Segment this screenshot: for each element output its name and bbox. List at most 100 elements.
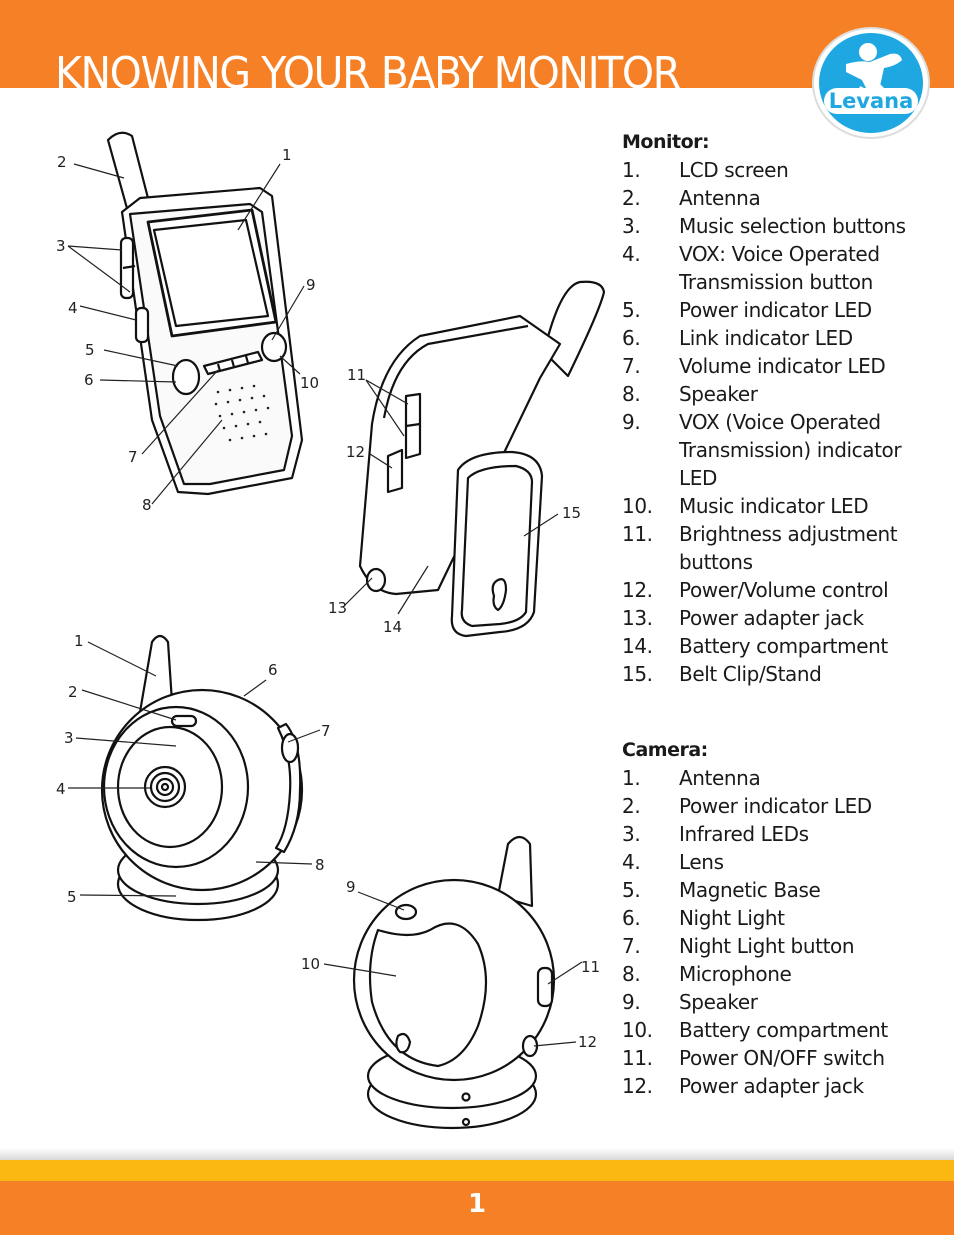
list-item: 9.Speaker — [622, 988, 942, 1016]
item-label: Night Light — [679, 906, 785, 930]
item-label: Antenna — [679, 766, 761, 790]
item-number: 11. — [622, 1046, 653, 1070]
item-number: 4. — [622, 242, 641, 266]
camera-back-leader-lines — [323, 891, 583, 1047]
svg-text:4: 4 — [68, 299, 78, 317]
list-item: 7. Volume indicator LED — [622, 352, 942, 380]
item-number: 11. — [622, 522, 653, 546]
svg-text:7: 7 — [128, 448, 138, 466]
list-item: 12. Power adapter jack — [622, 1072, 942, 1100]
list-item: 10. Music indicator LED — [622, 492, 942, 520]
svg-text:15: 15 — [562, 504, 581, 522]
item-label: Battery compartment — [679, 1018, 888, 1042]
monitor-back-leader-lines — [343, 379, 559, 615]
item-number: 4. — [622, 850, 641, 874]
list-item: 3. Infrared LEDs — [622, 820, 942, 848]
list-item: 8.Speaker — [622, 380, 942, 408]
item-label: Magnetic Base — [679, 878, 821, 902]
svg-text:10: 10 — [300, 374, 319, 392]
speaker-grille-dots — [214, 384, 270, 442]
list-item: 2.Antenna — [622, 184, 942, 212]
list-item: 8. Microphone — [622, 960, 942, 988]
svg-text:14: 14 — [383, 618, 402, 636]
item-number: 6. — [622, 906, 641, 930]
camera-front-leader-lines — [68, 641, 321, 897]
levana-logo-icon: Levana — [812, 27, 930, 139]
item-number: 6. — [622, 326, 641, 350]
svg-text:3: 3 — [56, 237, 66, 255]
item-number: 2. — [622, 186, 641, 210]
svg-text:2: 2 — [68, 683, 78, 701]
product-illustrations: 1 2 3 4 5 6 7 8 9 10 11 12 13 14 15 — [56, 131, 606, 1130]
item-label: Volume indicator LED — [679, 354, 886, 378]
item-label: Power adapter jack — [679, 1074, 864, 1098]
list-item: 10. Battery compartment — [622, 1016, 942, 1044]
camera-front-icon — [100, 634, 304, 922]
item-number: 10. — [622, 494, 653, 518]
item-label: LCD screen — [679, 158, 789, 182]
item-number: 7. — [622, 934, 641, 958]
monitor-front-leader-lines — [67, 163, 305, 505]
item-label: Power/Volume control — [679, 578, 889, 602]
camera-heading: Camera: — [622, 739, 708, 761]
baby-monitor-back-icon — [358, 280, 606, 638]
svg-text:7: 7 — [321, 722, 331, 740]
item-label: Music indicator LED — [679, 494, 869, 518]
list-item: 4.VOX: Voice Operated Transmission butto… — [622, 240, 942, 296]
item-label: Belt Clip/Stand — [679, 662, 822, 686]
svg-text:11: 11 — [581, 958, 600, 976]
page-title: KNOWING YOUR BABY MONITOR — [55, 48, 681, 99]
list-item: 2.Power indicator LED — [622, 792, 942, 820]
camera-back-icon — [352, 835, 556, 1130]
svg-text:9: 9 — [306, 276, 316, 294]
item-number: 12. — [622, 578, 653, 602]
header-band — [0, 0, 954, 88]
svg-text:5: 5 — [67, 888, 77, 906]
list-item: 13.Power adapter jack — [622, 604, 942, 632]
item-number: 8. — [622, 382, 641, 406]
item-label: Lens — [679, 850, 724, 874]
list-item: 12. Power/Volume control — [622, 576, 942, 604]
svg-text:4: 4 — [56, 780, 66, 798]
item-label: Brightness adjustment buttons — [679, 522, 898, 574]
svg-text:1: 1 — [74, 632, 84, 650]
monitor-front-callouts: 1 2 3 4 5 6 7 8 9 10 — [56, 146, 319, 514]
list-item: 11.Power ON/OFF switch — [622, 1044, 942, 1072]
list-item: 14.Battery compartment — [622, 632, 942, 660]
list-item: 6.Link indicator LED — [622, 324, 942, 352]
page-number: 1 — [467, 1189, 487, 1219]
item-number: 1. — [622, 158, 641, 182]
camera-front-callouts: 1 2 3 4 5 6 7 8 — [56, 632, 331, 906]
list-item: 4. Lens — [622, 848, 942, 876]
item-label: VOX (Voice Operated Transmission) indica… — [679, 410, 902, 490]
list-item: 15. Belt Clip/Stand — [622, 660, 942, 688]
item-number: 8. — [622, 962, 641, 986]
item-number: 1. — [622, 766, 641, 790]
item-number: 3. — [622, 822, 641, 846]
item-label: Night Light button — [679, 934, 855, 958]
svg-text:2: 2 — [57, 153, 67, 171]
svg-text:1: 1 — [282, 146, 292, 164]
item-number: 7. — [622, 354, 641, 378]
svg-text:12: 12 — [346, 443, 365, 461]
list-item: 5.Power indicator LED — [622, 296, 942, 324]
item-number: 9. — [622, 410, 641, 434]
item-number: 13. — [622, 606, 653, 630]
footer-shadow — [0, 1148, 954, 1160]
list-item: 1. Antenna — [622, 764, 942, 792]
item-number: 15. — [622, 662, 653, 686]
item-number: 12. — [622, 1074, 653, 1098]
item-label: Music selection buttons — [679, 214, 906, 238]
footer-orange-band — [0, 1181, 954, 1235]
item-number: 10. — [622, 1018, 653, 1042]
list-item: 7. Night Light button — [622, 932, 942, 960]
item-number: 2. — [622, 794, 641, 818]
svg-text:13: 13 — [328, 599, 347, 617]
svg-text:3: 3 — [64, 729, 74, 747]
item-number: 5. — [622, 878, 641, 902]
item-label: Microphone — [679, 962, 792, 986]
item-label: Infrared LEDs — [679, 822, 809, 846]
